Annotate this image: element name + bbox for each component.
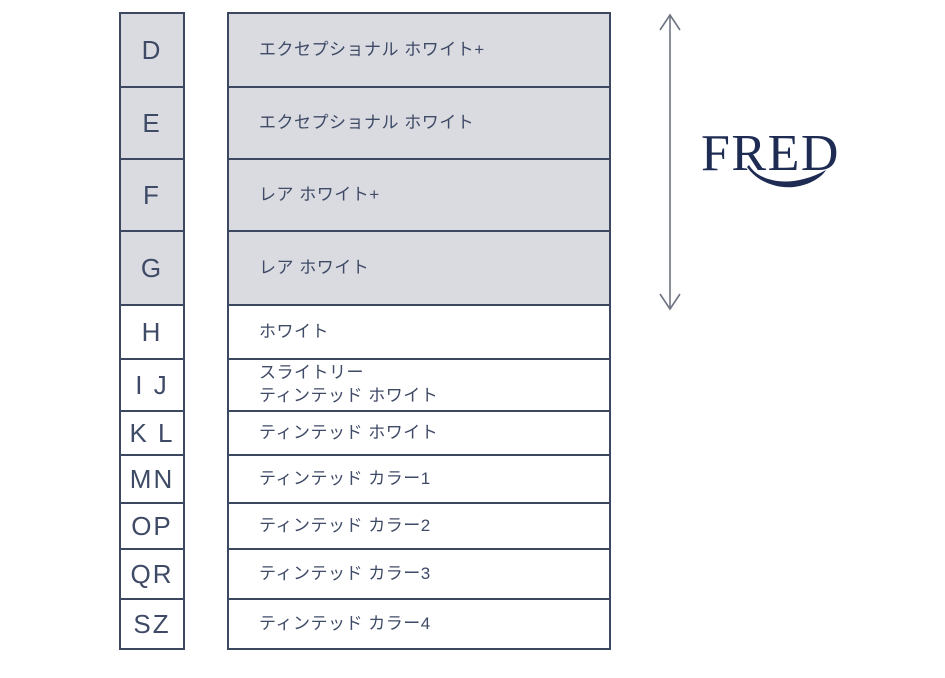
grade-column: D E F G H I J K L MN OP QR SZ <box>119 12 185 650</box>
description-cell-sz: ティンテッド カラー4 <box>227 598 611 650</box>
description-label: レア ホワイト+ <box>259 184 380 204</box>
fred-logo-swash <box>747 165 826 188</box>
description-cell-mn: ティンテッド カラー1 <box>227 454 611 504</box>
description-label: エクセプショナル ホワイト <box>259 112 475 132</box>
grade-cell-d: D <box>119 12 185 88</box>
grade-cell-kl: K L <box>119 410 185 456</box>
description-cell-kl: ティンテッド ホワイト <box>227 410 611 456</box>
description-cell-qr: ティンテッド カラー3 <box>227 548 611 600</box>
grade-label: E <box>142 107 162 138</box>
grade-cell-op: OP <box>119 502 185 550</box>
grade-cell-ij: I J <box>119 358 185 412</box>
grade-label: G <box>140 252 164 283</box>
description-cell-h: ホワイト <box>227 304 611 360</box>
description-label: ティンテッド カラー2 <box>259 515 431 535</box>
grade-cell-sz: SZ <box>119 598 185 650</box>
grade-label: H <box>141 316 163 347</box>
grade-cell-mn: MN <box>119 454 185 504</box>
range-arrow-icon <box>659 13 681 311</box>
fred-logo: FRED <box>701 125 840 188</box>
grade-label: F <box>143 179 161 210</box>
grade-label: I J <box>135 369 169 400</box>
description-label: ティンテッド カラー3 <box>259 563 431 583</box>
description-label: ホワイト <box>259 321 329 341</box>
grade-cell-h: H <box>119 304 185 360</box>
description-cell-d: エクセプショナル ホワイト+ <box>227 12 611 88</box>
description-label: ティンテッド カラー1 <box>259 468 431 488</box>
fred-logo-text: FRED <box>701 125 840 182</box>
description-column: エクセプショナル ホワイト+ エクセプショナル ホワイト レア ホワイト+ レア… <box>227 12 611 650</box>
grade-label: SZ <box>133 608 171 639</box>
grade-label: K L <box>129 417 175 448</box>
description-cell-op: ティンテッド カラー2 <box>227 502 611 550</box>
description-cell-f: レア ホワイト+ <box>227 158 611 232</box>
grade-label: QR <box>130 558 174 589</box>
description-label: エクセプショナル ホワイト+ <box>259 39 485 59</box>
description-cell-g: レア ホワイト <box>227 230 611 306</box>
grade-cell-f: F <box>119 158 185 232</box>
grade-cell-qr: QR <box>119 548 185 600</box>
description-cell-ij: スライトリー ティンテッド ホワイト <box>227 358 611 412</box>
grade-cell-g: G <box>119 230 185 306</box>
grade-label: OP <box>131 510 173 541</box>
description-label: レア ホワイト <box>259 257 370 277</box>
description-label: ティンテッド ホワイト <box>259 422 439 442</box>
grade-cell-e: E <box>119 86 185 160</box>
grade-label: MN <box>129 463 175 494</box>
grade-label: D <box>141 34 163 65</box>
description-label: スライトリー ティンテッド ホワイト <box>259 363 439 405</box>
description-cell-e: エクセプショナル ホワイト <box>227 86 611 160</box>
description-label: ティンテッド カラー4 <box>259 613 431 633</box>
